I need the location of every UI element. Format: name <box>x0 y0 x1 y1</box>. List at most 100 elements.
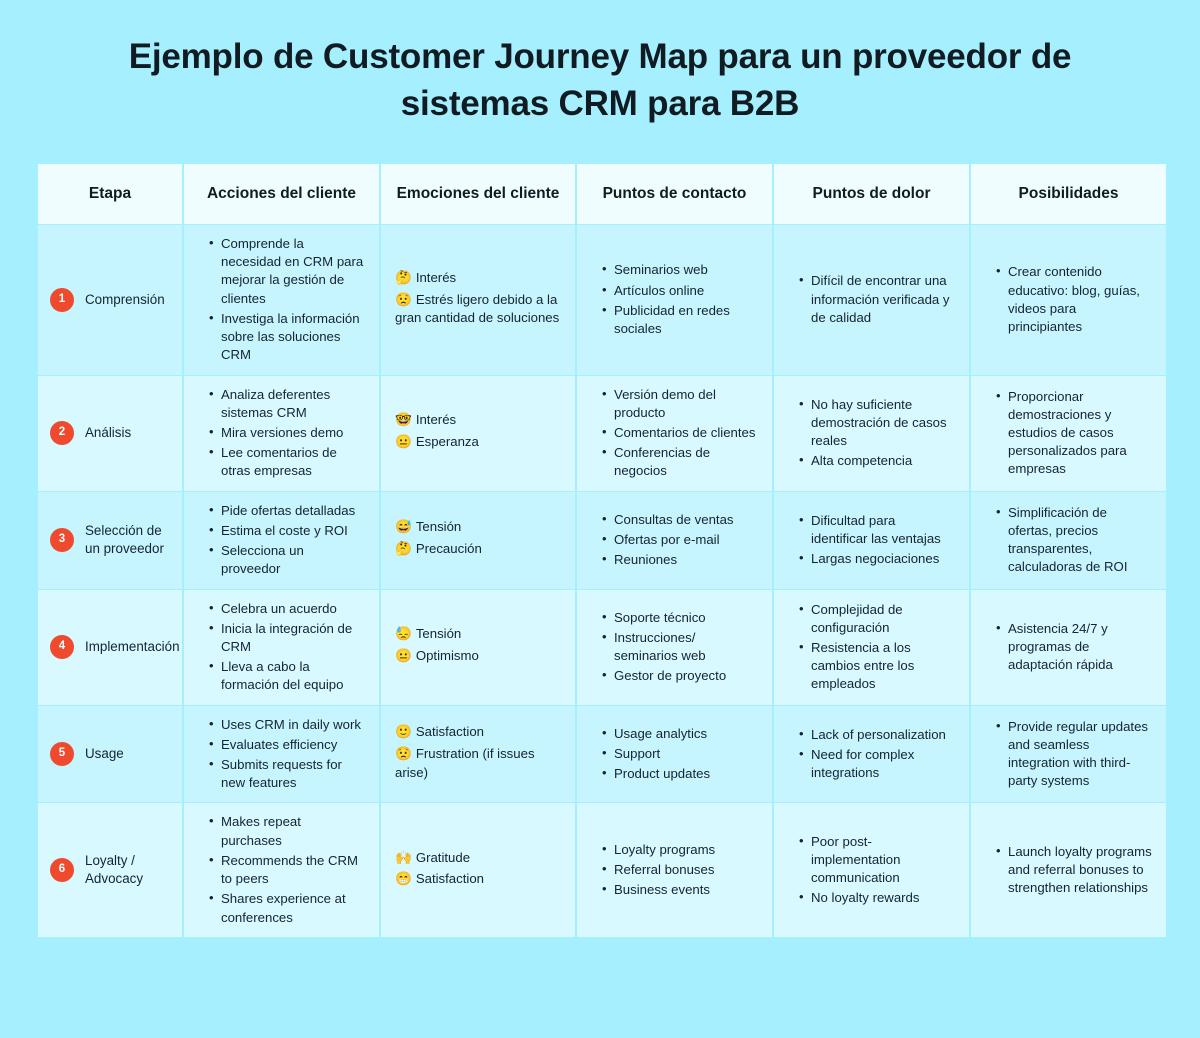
actions-list: Makes repeat purchasesRecommends the CRM… <box>198 812 365 926</box>
list-item: Reuniones <box>602 550 758 569</box>
list-item: Inicia la integración de CRM <box>209 619 365 656</box>
list-item: Comentarios de clientes <box>602 423 758 442</box>
stage-number-badge: 4 <box>50 635 74 660</box>
stage-label: Loyalty / Advocacy <box>85 853 144 887</box>
painpoints-list: No hay suficiente demostración de casos … <box>788 395 955 471</box>
touchpoints-list: Consultas de ventasOfertas por e-mailReu… <box>591 510 758 570</box>
list-item: Asistencia 24/7 y programas de adaptació… <box>996 619 1152 675</box>
column-header-emotions: Emociones del cliente <box>379 163 577 225</box>
stage-label: Comprensión <box>85 291 165 307</box>
neutral-face-emoji: 😐 <box>395 434 412 450</box>
emotions-list: 🙂Satisfaction 😟Frustration (if issues ari… <box>395 723 561 781</box>
list-item: Conferencias de negocios <box>602 443 758 480</box>
opportunities-cell: Asistencia 24/7 y programas de adaptació… <box>969 588 1168 706</box>
list-item: Provide regular updates and seamless int… <box>996 717 1152 791</box>
list-item: Resistencia a los cambios entre los empl… <box>799 638 955 694</box>
emotion-label: Frustration (if issues arise) <box>395 745 535 780</box>
painpoints-cell: Dificultad para identificar las ventajas… <box>772 490 971 590</box>
table-row: 1 Comprensión Comprende la necesidad en CR… <box>36 224 1168 376</box>
actions-list: Pide ofertas detalladasEstima el coste y… <box>198 501 365 579</box>
list-item: Evaluates efficiency <box>209 735 365 754</box>
emotions-cell: 🙂Satisfaction 😟Frustration (if issues ari… <box>379 704 577 804</box>
list-item: Analiza deferentes sistemas CRM <box>209 385 365 422</box>
opportunities-list: Provide regular updates and seamless int… <box>985 717 1152 791</box>
list-item: Support <box>602 744 758 763</box>
stage-number-badge: 1 <box>50 287 74 312</box>
emotion-item: 😟Estrés ligero debido a la gran cantidad… <box>395 291 561 328</box>
worried-face-emoji: 😟 <box>395 745 412 761</box>
emotion-item: 😐Esperanza <box>395 433 561 452</box>
table-row: 2AnálisisAnaliza deferentes sistemas CRM… <box>36 374 1168 492</box>
column-header-actions: Acciones del cliente <box>182 163 381 225</box>
emotion-item: 🙂Satisfaction <box>395 723 561 742</box>
thinking-face-emoji: 🤔 <box>395 541 412 557</box>
list-item: Alta competencia <box>799 451 955 470</box>
column-header-stage: Etapa <box>36 163 184 225</box>
list-item: Pide ofertas detalladas <box>209 501 365 520</box>
list-item: Investiga la información sobre las soluc… <box>209 309 365 365</box>
opportunities-cell: Simplificación de ofertas, precios trans… <box>969 490 1168 590</box>
worried-face-emoji: 😟 <box>395 291 412 307</box>
customer-journey-map-table: Etapa Acciones del cliente Emociones del… <box>36 163 1168 938</box>
emotion-label: Interés <box>415 412 457 428</box>
emotion-item: 😟Frustration (if issues arise) <box>395 745 561 782</box>
list-item: Recommends the CRM to peers <box>209 851 365 888</box>
emotion-label: Gratitude <box>415 849 471 865</box>
touchpoints-list: Soporte técnicoInstrucciones/ seminarios… <box>591 608 758 686</box>
opportunities-list: Crear contenido educativo: blog, guías, … <box>985 262 1152 336</box>
nerd-face-emoji: 🤓 <box>395 412 412 428</box>
list-item: Difícil de encontrar una información ver… <box>799 271 955 327</box>
emotion-label: Satisfaction <box>415 871 484 887</box>
actions-list: Uses CRM in daily workEvaluates efficien… <box>198 715 365 793</box>
emotion-item: 🤔Precaución <box>395 540 561 559</box>
list-item: Crear contenido educativo: blog, guías, … <box>996 262 1152 336</box>
slightly-smiling-face-emoji: 🙂 <box>395 724 412 740</box>
painpoints-cell: Complejidad de configuraciónResistencia … <box>772 588 971 706</box>
emotions-list: 🤔Interés😟Estrés ligero debido a la gran … <box>395 269 561 327</box>
touchpoints-cell: Seminarios webArtículos onlinePublicidad… <box>575 224 774 376</box>
list-item: Referral bonuses <box>602 860 758 879</box>
painpoints-cell: Difícil de encontrar una información ver… <box>772 224 971 376</box>
opportunities-list: Asistencia 24/7 y programas de adaptació… <box>985 619 1152 675</box>
list-item: Lleva a cabo la formación del equipo <box>209 657 365 694</box>
list-item: Loyalty programs <box>602 840 758 859</box>
list-item: Versión demo del producto <box>602 385 758 422</box>
list-item: Mira versiones demo <box>209 423 365 442</box>
painpoints-list: Dificultad para identificar las ventajas… <box>788 511 955 569</box>
actions-cell: Celebra un acuerdoInicia la integración … <box>182 588 381 706</box>
column-header-touchpoints: Puntos de contacto <box>575 163 774 225</box>
list-item: Submits requests for new features <box>209 755 365 792</box>
page-title: Ejemplo de Customer Journey Map para un … <box>128 37 1072 123</box>
stage-inner: 1 Comprensión <box>50 287 176 312</box>
emotion-item: 😐Optimismo <box>395 647 561 666</box>
stage-cell: 1 Comprensión <box>36 224 184 376</box>
emotion-item: 😅Tensión <box>395 518 561 537</box>
actions-cell: Comprende la necesidad en CRM para mejor… <box>182 224 381 376</box>
list-item: Celebra un acuerdo <box>209 598 365 618</box>
actions-cell: Analiza deferentes sistemas CRMMira vers… <box>182 374 381 492</box>
painpoints-cell: No hay suficiente demostración de casos … <box>772 374 971 492</box>
thinking-face-emoji: 🤔 <box>395 270 412 286</box>
downcast-face-with-sweat-emoji: 😓 <box>395 626 412 642</box>
painpoints-list: Poor post-implementation communicationNo… <box>788 832 955 908</box>
list-item: Uses CRM in daily work <box>209 715 365 734</box>
list-item: Lee comentarios de otras empresas <box>209 443 365 480</box>
list-item: Simplificación de ofertas, precios trans… <box>996 503 1152 577</box>
emotions-list: 😅Tensión 🤔Precaución <box>395 518 561 558</box>
list-item: Need for complex integrations <box>799 745 955 782</box>
touchpoints-list: Usage analyticsSupportProduct updates <box>591 724 758 784</box>
emotion-item: 🤓Interés <box>395 411 561 430</box>
neutral-face-emoji: 😐 <box>395 648 412 664</box>
opportunities-cell: Provide regular updates and seamless int… <box>969 704 1168 804</box>
touchpoints-cell: Loyalty programsReferral bonusesBusiness… <box>575 802 774 938</box>
list-item: Makes repeat purchases <box>209 812 365 849</box>
column-header-opportunities: Posibilidades <box>969 163 1168 225</box>
